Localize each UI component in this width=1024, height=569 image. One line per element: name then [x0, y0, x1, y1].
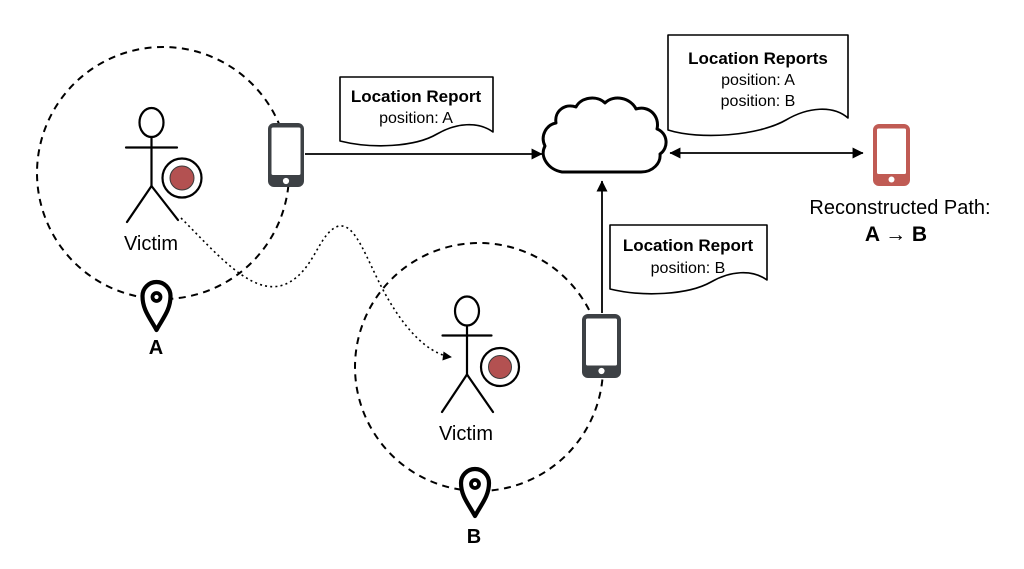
map-pin-b-icon	[458, 466, 492, 519]
note-report-b-line: position: B	[651, 260, 726, 277]
tracker-core	[169, 165, 195, 191]
tracker-core	[488, 355, 512, 379]
person-leg-right	[465, 373, 495, 414]
victim-figure-b	[440, 295, 495, 414]
pin-dot	[150, 291, 163, 303]
reconstructed-path-value: A → B	[865, 223, 927, 246]
tracker-icon-a	[161, 157, 203, 199]
note-reports-line1: position: A	[721, 72, 795, 89]
person-leg-left	[440, 373, 469, 414]
document-shape	[339, 76, 494, 147]
attacker-phone-icon	[873, 124, 910, 186]
person-leg-right	[150, 184, 180, 222]
note-reports-title: Location Reports	[688, 49, 828, 68]
victim-figure-a	[124, 106, 180, 224]
phone-home-button	[598, 367, 605, 375]
cloud-icon	[541, 96, 668, 174]
pin-dot	[469, 478, 481, 490]
phone-screen	[877, 128, 906, 174]
finder-phone-a-icon	[268, 123, 304, 187]
note-report-a-line: position: A	[379, 110, 453, 127]
phone-screen	[271, 127, 301, 175]
note-report-b-title: Location Report	[623, 236, 754, 255]
pin-shape	[458, 466, 492, 519]
pin-a-label: A	[149, 337, 163, 359]
finder-phone-b-icon	[582, 314, 621, 378]
travel-path-arrow	[180, 217, 452, 361]
person-leg-left	[125, 184, 153, 224]
note-report-b: Location Report position: B	[609, 224, 768, 295]
victim-b-label: Victim	[439, 423, 493, 445]
note-report-a-title: Location Report	[351, 87, 482, 106]
document-shape	[667, 34, 849, 137]
note-reports-line2: position: B	[721, 93, 796, 110]
pin-b-label: B	[467, 526, 481, 548]
phone-home-button	[282, 177, 290, 185]
phone-home-button	[888, 176, 895, 183]
note-report-a: Location Report position: A	[339, 76, 494, 147]
map-pin-a-icon	[140, 279, 173, 333]
tracker-icon-b	[479, 346, 521, 388]
person-head	[138, 106, 165, 139]
pin-shape	[140, 279, 173, 333]
note-location-reports: Location Reports position: A position: B	[667, 34, 849, 137]
document-shape	[609, 224, 768, 295]
phone-screen	[586, 318, 617, 366]
proximity-circle-b	[354, 242, 604, 492]
reconstructed-path-caption: Reconstructed Path:	[809, 197, 990, 219]
victim-a-label: Victim	[124, 233, 178, 255]
person-head	[453, 295, 481, 327]
